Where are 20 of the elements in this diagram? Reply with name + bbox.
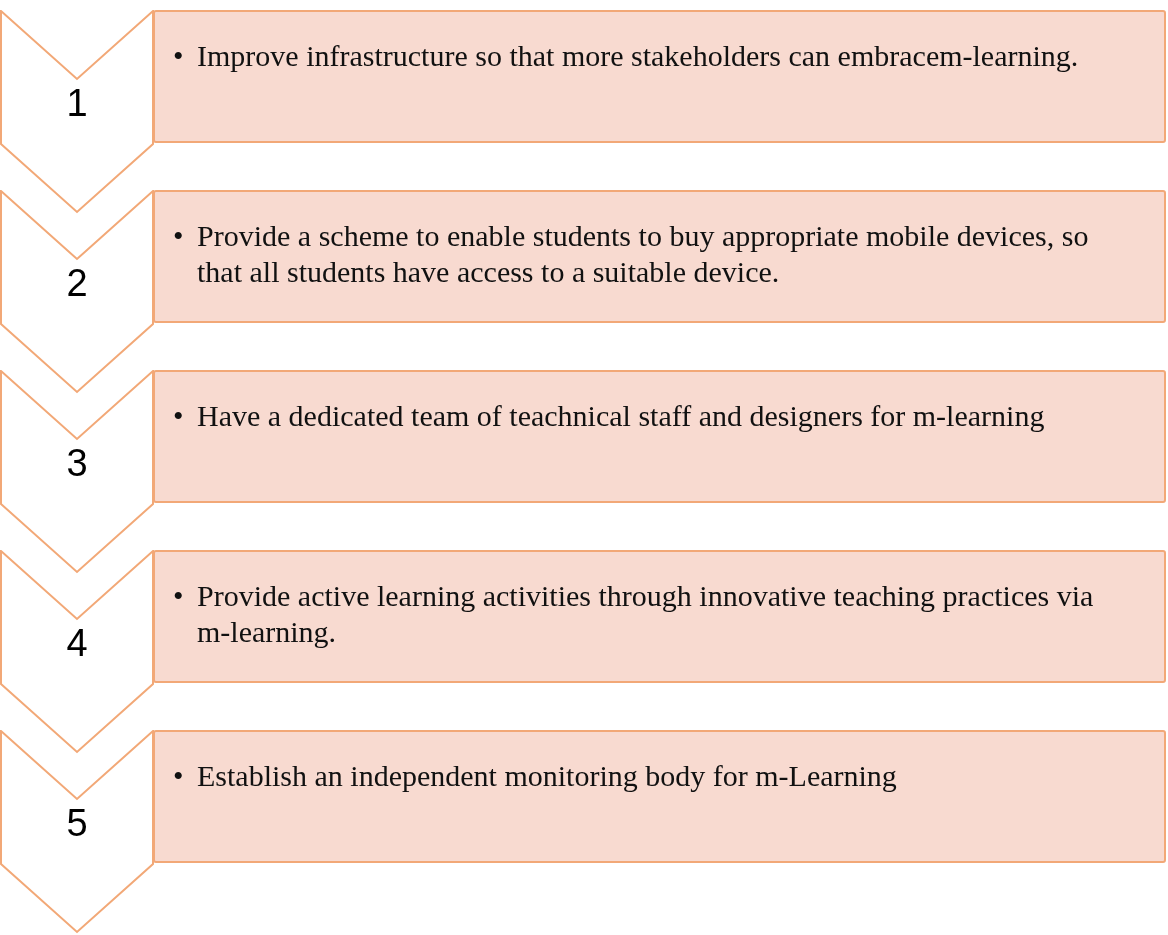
- step-description: Have a dedicated team of teachnical staff and designers for m-learning: [197, 398, 1046, 434]
- step-number: 1: [65, 82, 89, 125]
- step-box: [153, 190, 1166, 323]
- step-description: Establish an independent monitoring body for m-Learning: [197, 758, 898, 794]
- step-box: [153, 10, 1166, 143]
- step-description: Provide active learning activities through innovative teaching practices via m-learning.: [197, 578, 1094, 650]
- step-description: Improve infrastructure so that more stakeholders can embracem-learning.: [197, 38, 1080, 74]
- step-number: 3: [65, 442, 89, 485]
- step-box: [153, 730, 1166, 863]
- bullet-mark: •: [173, 758, 184, 794]
- bullet-mark: •: [173, 578, 184, 614]
- bullet-mark: •: [173, 398, 184, 434]
- bullet-mark: •: [173, 218, 184, 254]
- step-number: 4: [65, 622, 89, 665]
- step-box: [153, 550, 1166, 683]
- step-box: [153, 370, 1166, 503]
- step-description: Provide a scheme to enable students to buy appropriate mobile devices, so that all students have access to a suitable device.: [197, 218, 1090, 290]
- step-number: 2: [65, 262, 89, 305]
- step-number: 5: [65, 802, 89, 845]
- bullet-mark: •: [173, 38, 184, 74]
